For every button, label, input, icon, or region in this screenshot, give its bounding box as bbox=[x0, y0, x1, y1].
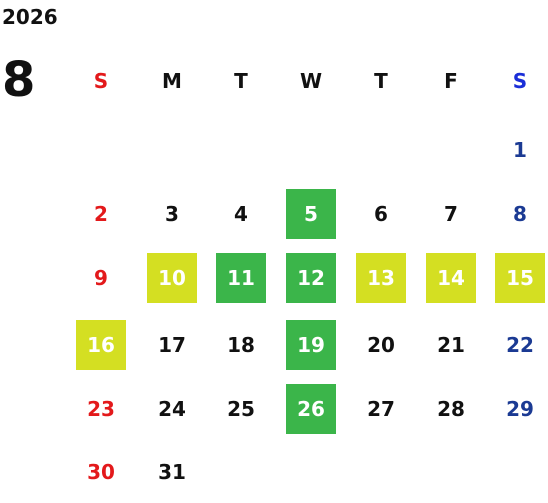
day-21[interactable]: 21 bbox=[437, 333, 465, 357]
day-15[interactable]: 15 bbox=[495, 253, 545, 303]
weekday-2: T bbox=[234, 69, 248, 93]
day-24[interactable]: 24 bbox=[158, 397, 186, 421]
day-8[interactable]: 8 bbox=[513, 202, 527, 226]
day-9[interactable]: 9 bbox=[94, 266, 108, 290]
weekday-3: W bbox=[299, 69, 323, 93]
weekday-0: S bbox=[93, 69, 109, 93]
day-12[interactable]: 12 bbox=[286, 253, 336, 303]
day-5[interactable]: 5 bbox=[286, 189, 336, 239]
day-4[interactable]: 4 bbox=[234, 202, 248, 226]
day-26[interactable]: 26 bbox=[286, 384, 336, 434]
day-11[interactable]: 11 bbox=[216, 253, 266, 303]
day-20[interactable]: 20 bbox=[367, 333, 395, 357]
day-25[interactable]: 25 bbox=[227, 397, 255, 421]
day-10[interactable]: 10 bbox=[147, 253, 197, 303]
day-16[interactable]: 16 bbox=[76, 320, 126, 370]
day-13[interactable]: 13 bbox=[356, 253, 406, 303]
day-18[interactable]: 18 bbox=[227, 333, 255, 357]
month-number: 8 bbox=[2, 52, 36, 108]
day-2[interactable]: 2 bbox=[94, 202, 108, 226]
day-23[interactable]: 23 bbox=[87, 397, 115, 421]
day-30[interactable]: 30 bbox=[87, 460, 115, 484]
weekday-5: F bbox=[444, 69, 458, 93]
day-7[interactable]: 7 bbox=[444, 202, 458, 226]
year-label: 2026 bbox=[2, 5, 58, 29]
day-29[interactable]: 29 bbox=[506, 397, 534, 421]
day-19[interactable]: 19 bbox=[286, 320, 336, 370]
weekday-4: T bbox=[374, 69, 388, 93]
day-14[interactable]: 14 bbox=[426, 253, 476, 303]
day-22[interactable]: 22 bbox=[506, 333, 534, 357]
day-27[interactable]: 27 bbox=[367, 397, 395, 421]
day-17[interactable]: 17 bbox=[158, 333, 186, 357]
weekday-1: M bbox=[162, 69, 182, 93]
day-6[interactable]: 6 bbox=[374, 202, 388, 226]
weekday-6: S bbox=[512, 69, 528, 93]
day-31[interactable]: 31 bbox=[158, 460, 186, 484]
day-28[interactable]: 28 bbox=[437, 397, 465, 421]
day-3[interactable]: 3 bbox=[165, 202, 179, 226]
day-1[interactable]: 1 bbox=[513, 138, 527, 162]
